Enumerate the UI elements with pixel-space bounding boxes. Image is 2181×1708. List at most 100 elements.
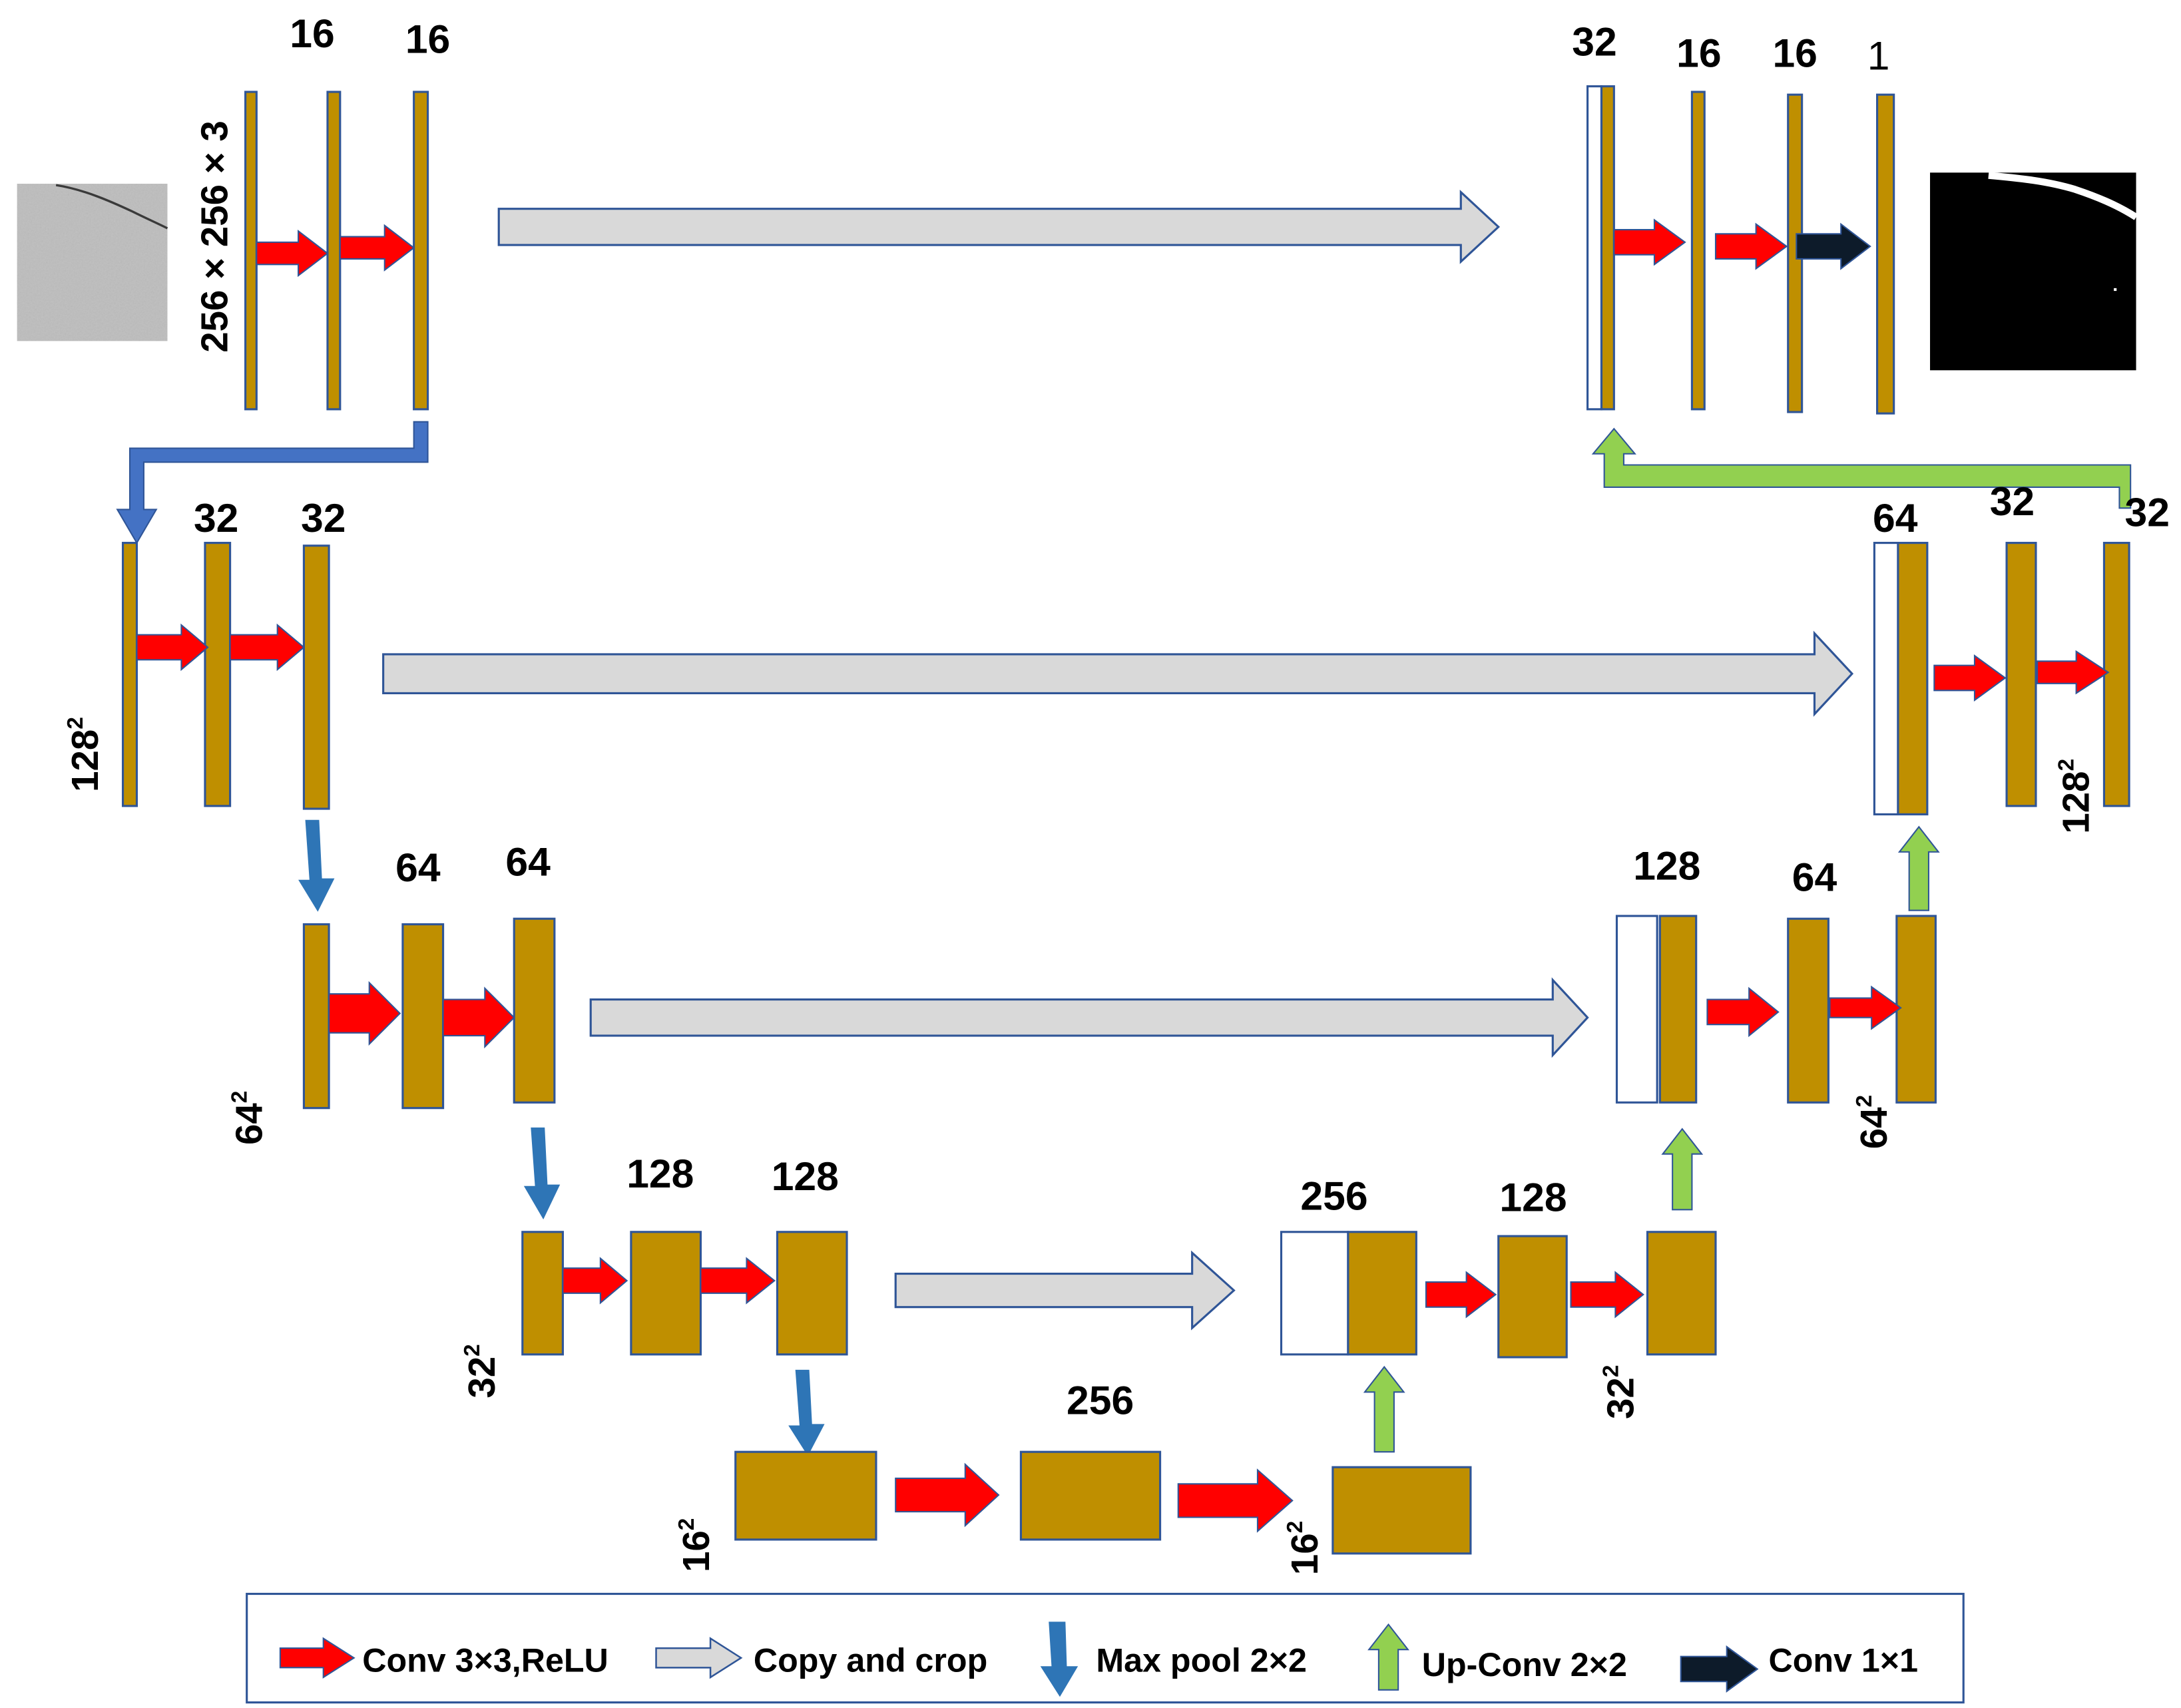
channel-label-enc2-a: 32 [194,495,238,540]
feature-map-bottleneck-b [1019,1450,1162,1541]
conv-arrow [895,1462,1000,1528]
copied-map-dec3 [1615,915,1658,1104]
feature-map-bottleneck-c [1332,1466,1472,1555]
conv-arrow [256,230,329,278]
channel-label-enc1-a: 16 [290,11,334,56]
conv-arrows [136,218,2110,1533]
feature-map-enc1-a [244,91,258,411]
size-label-enc4: 322 [460,1344,503,1398]
conv-arrow [1613,218,1686,266]
channel-label-enc3-b: 64 [505,839,551,884]
copy-crop-arrow-level3 [589,977,1589,1058]
feature-map-output [1876,93,1895,415]
conv-arrow [1933,654,2007,702]
conv-arrow [136,623,209,672]
legend-conv-label: Conv 3×3,ReLU [362,1642,608,1679]
legend-conv1x1-arrow [1680,1645,1759,1693]
legend-pool-arrow [1040,1621,1079,1697]
legend-conv-arrow [279,1637,356,1679]
size-label-dec4: 322 [1599,1365,1642,1419]
size-label-enc2: 1282 [63,717,106,792]
copied-map-dec2 [1873,542,1899,815]
copy-crop-arrow-level1 [497,190,1501,264]
conv-arrow [1829,985,1902,1030]
conv-arrow [229,623,306,672]
channel-label-enc2-b: 32 [301,495,346,540]
channel-label-enc4-b: 128 [772,1154,839,1199]
feature-map-dec1-b [1690,91,1706,411]
feature-map-enc3-a [302,923,330,1110]
feature-map-dec2-c [2102,542,2130,807]
pool-corner-arrow-level1 [116,421,429,544]
conv-arrow [1706,986,1780,1038]
conv-arrow [339,224,415,272]
input-image [17,184,168,341]
channel-label-dec3: 64 [1792,854,1837,899]
upconv-arrow-bottleneck [1363,1365,1405,1453]
channel-label-dec1-concat: 32 [1572,19,1616,65]
feature-maps [121,85,2130,1555]
channel-label-dec3-concat: 128 [1633,843,1700,889]
channel-label-bottleneck: 256 [1067,1378,1134,1423]
copy-crop-arrow-level2 [382,630,1854,717]
upconv-arrow-level3 [1897,825,1940,911]
feature-map-enc4-b [630,1231,702,1356]
channel-label-output: 1 [1867,33,1890,79]
channel-label-enc3-a: 64 [395,845,441,890]
size-label-dec3: 642 [1852,1095,1895,1149]
channel-label-dec4-concat: 256 [1300,1173,1367,1218]
size-label-enc3: 642 [228,1091,270,1145]
conv-arrow [1425,1271,1497,1319]
legend-copy-arrow [655,1637,743,1679]
size-label-bottleneck-out: 162 [1283,1521,1326,1575]
output-mask-image [1930,172,2138,371]
feature-map-enc4-c [776,1231,848,1356]
copied-map-dec4 [1280,1231,1349,1356]
channel-label-dec2-concat: 64 [1873,495,1918,540]
channel-label-dec1-a: 16 [1676,30,1721,75]
upconv-arrows [1363,427,2132,1453]
conv-arrow [1177,1468,1294,1533]
pool-arrow-level3 [523,1127,561,1219]
upconv-corner-arrow-level2 [1591,427,2132,509]
feature-map-enc1-c [413,91,429,411]
feature-map-dec4-c [1646,1231,1717,1356]
pool-arrows [116,421,825,1456]
channel-label-enc1-b: 16 [405,16,450,61]
feature-map-dec2-a [1897,542,1929,815]
feature-map-enc2-c [302,544,330,810]
feature-map-enc3-b [401,923,445,1110]
conv-arrow [2037,650,2110,695]
channel-label-dec1-b: 16 [1772,30,1817,75]
legend: Conv 3×3,ReLU Copy and crop Max pool 2×2… [246,1592,1965,1704]
feature-map-dec2-b [2005,542,2037,807]
conv-arrow [1714,222,1788,270]
legend-upconv-label: Up-Conv 2×2 [1422,1646,1627,1683]
size-label-bottleneck-in: 162 [674,1518,717,1572]
conv-arrow [700,1257,776,1305]
feature-map-dec3-b [1787,917,1829,1104]
legend-conv1x1-label: Conv 1×1 [1768,1642,1918,1679]
feature-map-bottleneck-a [734,1450,877,1541]
feature-map-dec1-a [1600,85,1615,411]
legend-box [246,1592,1965,1704]
pool-arrow-level4 [788,1369,825,1456]
feature-map-dec4-b [1497,1235,1568,1359]
legend-pool-label: Max pool 2×2 [1096,1642,1307,1679]
conv-arrow [328,980,401,1046]
feature-map-enc1-b [326,91,342,411]
channel-label-dec4: 128 [1499,1174,1567,1219]
upconv-arrow-level4 [1661,1128,1704,1211]
feature-map-dec3-a [1658,915,1698,1104]
channel-label-enc4-a: 128 [626,1151,694,1196]
feature-map-enc2-a [121,542,138,807]
size-label-input: 256 × 256 × 3 [193,120,235,352]
copied-map-dec1 [1586,85,1603,411]
copy-arrows [382,190,1854,1331]
size-label-dec2: 1282 [2054,759,2096,834]
conv-arrow [442,986,515,1049]
channel-label-dec2-b: 32 [2125,490,2170,535]
conv-arrow [1570,1271,1644,1319]
legend-copy-label: Copy and crop [754,1642,987,1679]
